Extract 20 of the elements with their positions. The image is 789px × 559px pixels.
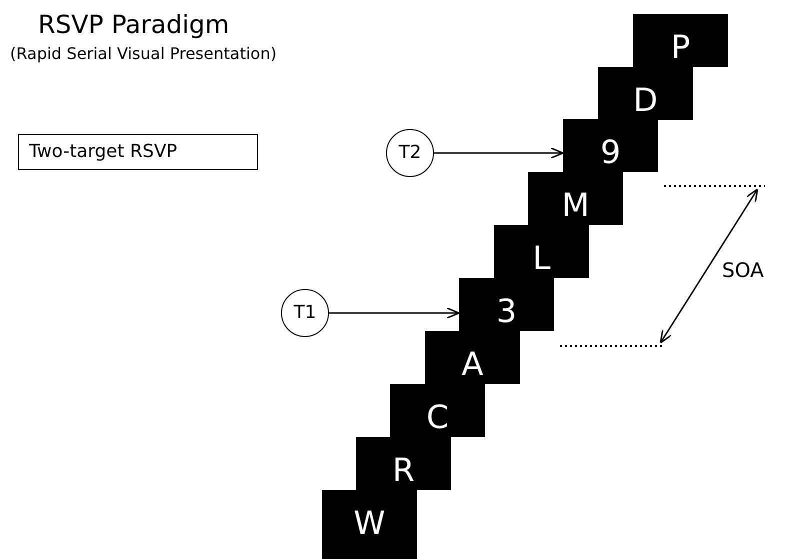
stimulus-letter: 9	[599, 133, 622, 171]
stimulus-letter: L	[532, 239, 552, 277]
target-circle: T2	[386, 129, 434, 177]
stimulus-frame	[322, 490, 417, 559]
subtitle: (Rapid Serial Visual Presentation)	[10, 44, 277, 63]
arrow	[434, 147, 564, 159]
arrow	[329, 307, 460, 319]
stimulus-letter: W	[352, 504, 386, 542]
stimulus-letter: P	[670, 28, 692, 66]
stimulus-letter: C	[425, 398, 450, 436]
title: RSVP Paradigm	[38, 10, 230, 39]
interval-label: SOA	[722, 258, 764, 282]
stimulus-letter: A	[460, 345, 484, 383]
stimulus-frame	[633, 14, 728, 67]
stimulus-letter: R	[391, 451, 416, 489]
stimulus-letter: D	[632, 81, 659, 119]
condition-box: Two-target RSVP	[18, 134, 258, 170]
target-circle: T1	[281, 289, 329, 337]
stimulus-letter: M	[560, 186, 590, 224]
stimulus-letter: 3	[495, 292, 518, 330]
